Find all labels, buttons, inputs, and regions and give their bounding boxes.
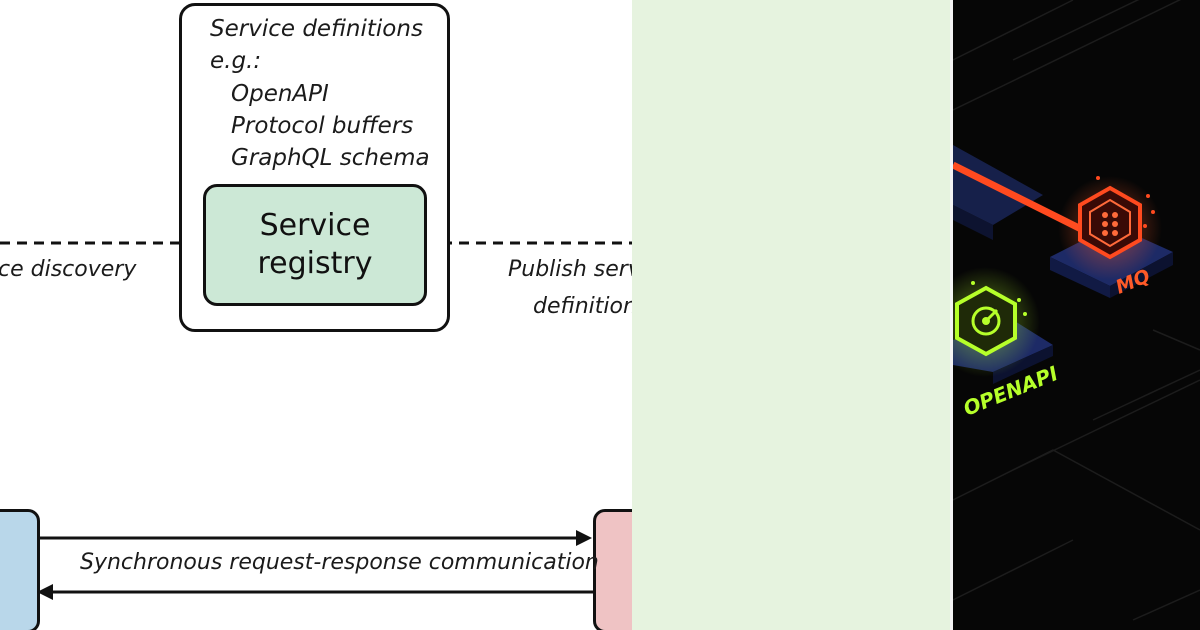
definitions-heading: Service definitions xyxy=(210,16,423,42)
request-arrowhead xyxy=(576,530,592,546)
definition-item: GraphQL schema xyxy=(231,145,430,171)
background-grid xyxy=(953,0,1200,621)
service-registry-diagram: Service definitions e.g.: OpenAPI Protoc… xyxy=(0,3,632,630)
publish-definition-label-line1: Publish servi xyxy=(508,257,632,282)
artwork-illustration: MQ OPENAPI xyxy=(953,0,1200,621)
provider-service-box xyxy=(593,509,632,630)
sync-arrows xyxy=(37,530,593,600)
service-discovery-label: ce discovery xyxy=(0,257,137,282)
response-arrowhead xyxy=(37,584,53,600)
sync-communication-label: Synchronous request-response communicati… xyxy=(80,550,599,575)
service-registry-box: Service registry xyxy=(203,184,427,306)
api-artwork-panel: MQ OPENAPI xyxy=(953,0,1200,630)
dark-server-block xyxy=(953,145,1043,240)
client-service-box xyxy=(0,509,40,630)
definition-item: Protocol buffers xyxy=(231,113,414,139)
definitions-eg: e.g.: xyxy=(210,48,262,74)
blank-mint-panel xyxy=(632,0,950,630)
registry-label-line2: registry xyxy=(257,246,373,281)
registry-label-line1: Service xyxy=(259,208,371,243)
definition-item: OpenAPI xyxy=(231,81,329,107)
openapi-node-icon xyxy=(955,281,1027,357)
publish-definition-label-line2: definition xyxy=(533,294,632,319)
mq-node-icon xyxy=(1078,176,1155,260)
panel-divider xyxy=(950,0,953,630)
